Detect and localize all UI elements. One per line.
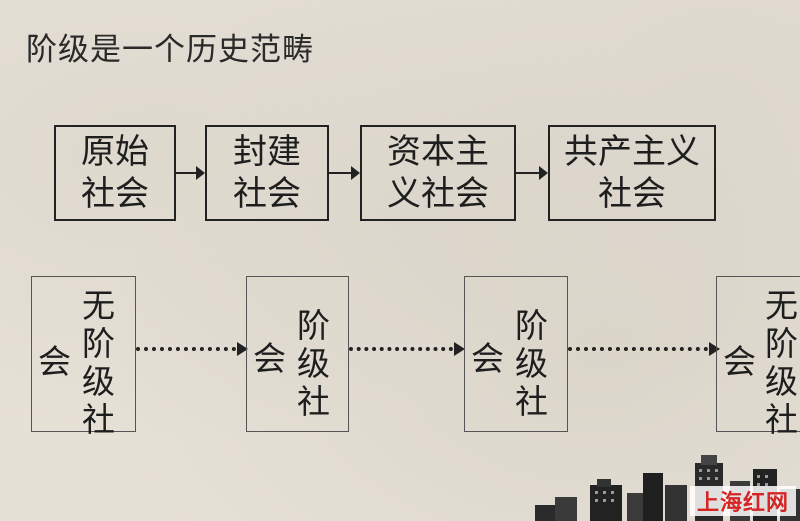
stage-label-line2: 社会 bbox=[564, 173, 700, 215]
vertical-text-left: 会 bbox=[471, 340, 504, 378]
class-box-class-2: 阶 级 社 会 bbox=[464, 276, 568, 432]
vertical-char: 级 bbox=[515, 345, 548, 383]
vertical-char: 社 bbox=[515, 383, 548, 421]
stage-box-feudal: 封建社会 bbox=[205, 125, 329, 221]
dotted-arrow bbox=[136, 347, 236, 351]
vertical-char: 级 bbox=[765, 363, 798, 401]
vertical-char: 会 bbox=[253, 340, 286, 378]
vertical-text-left: 会 bbox=[723, 343, 756, 381]
vertical-char: 社 bbox=[297, 383, 330, 421]
vertical-text-left: 会 bbox=[38, 343, 71, 381]
stage-box-communist: 共产主义社会 bbox=[548, 125, 716, 221]
class-box-class-1: 阶 级 社 会 bbox=[246, 276, 349, 432]
vertical-text-left: 会 bbox=[253, 340, 286, 378]
vertical-char: 阶 bbox=[297, 307, 330, 345]
vertical-char: 无 bbox=[765, 287, 798, 325]
stage-box-capitalist: 资本主义社会 bbox=[360, 125, 516, 221]
vertical-char: 社 bbox=[82, 401, 115, 439]
vertical-char: 级 bbox=[82, 363, 115, 401]
dotted-arrow bbox=[349, 347, 453, 351]
vertical-char: 会 bbox=[723, 343, 756, 381]
class-box-classless-1: 无 阶 级 社 会 bbox=[31, 276, 136, 432]
vertical-text-right: 无 阶 级 社 bbox=[765, 287, 798, 439]
stage-label-line2: 社会 bbox=[233, 173, 301, 215]
vertical-char: 无 bbox=[82, 287, 115, 325]
page-title: 阶级是一个历史范畴 bbox=[26, 24, 314, 69]
stage-label-line1: 原始 bbox=[81, 131, 149, 173]
stage-label-line2: 义社会 bbox=[387, 173, 489, 215]
solid-arrow bbox=[176, 172, 203, 174]
solid-arrow bbox=[329, 172, 358, 174]
stage-box-primitive: 原始社会 bbox=[54, 125, 176, 221]
solid-arrow bbox=[516, 172, 546, 174]
vertical-char: 阶 bbox=[765, 325, 798, 363]
vertical-text-right: 阶 级 社 bbox=[297, 307, 330, 421]
vertical-char: 社 bbox=[765, 401, 798, 439]
vertical-char: 会 bbox=[38, 343, 71, 381]
dotted-arrow bbox=[568, 347, 708, 351]
vertical-text-right: 阶 级 社 bbox=[515, 307, 548, 421]
vertical-char: 级 bbox=[297, 345, 330, 383]
vertical-char: 阶 bbox=[82, 325, 115, 363]
stage-label-line1: 资本主 bbox=[387, 131, 489, 173]
vertical-char: 会 bbox=[471, 340, 504, 378]
class-box-classless-2: 无 阶 级 社 会 bbox=[716, 276, 800, 432]
vertical-char: 阶 bbox=[515, 307, 548, 345]
stage-label-line1: 共产主义 bbox=[564, 131, 700, 173]
stage-label-line2: 社会 bbox=[81, 173, 149, 215]
vertical-text-right: 无 阶 级 社 bbox=[82, 287, 115, 439]
watermark-logo: 上海红网 bbox=[690, 486, 796, 516]
stage-label-line1: 封建 bbox=[233, 131, 301, 173]
